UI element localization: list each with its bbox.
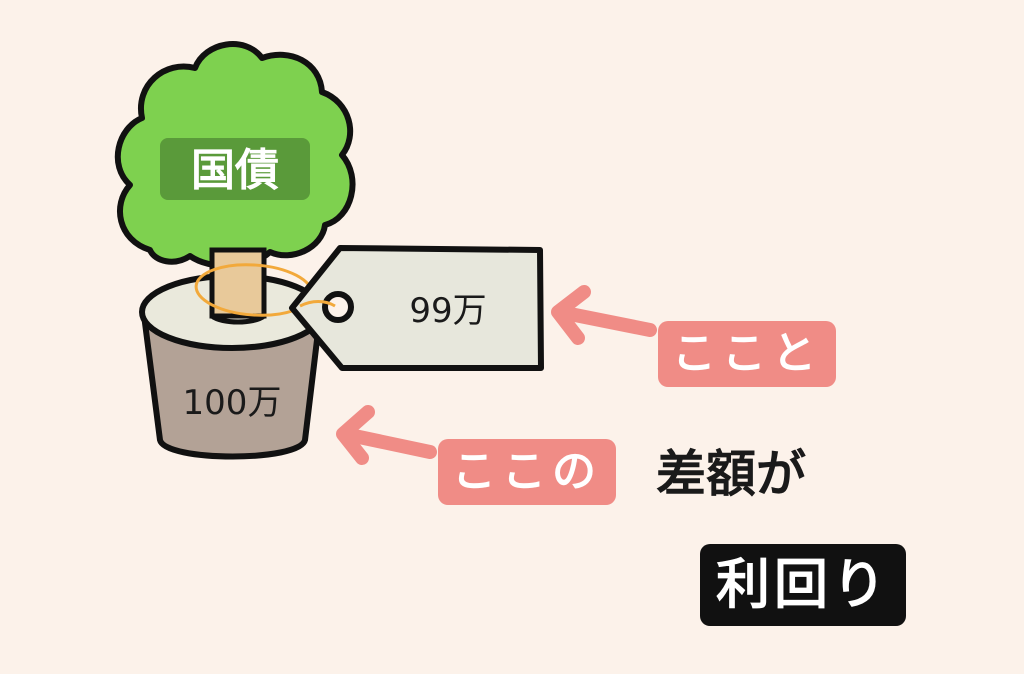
- price-tag-value: 99万: [409, 291, 486, 331]
- callout-yield: 利回り: [700, 544, 906, 626]
- pot-value: 100万: [183, 383, 282, 423]
- tag-string-end: [299, 300, 336, 308]
- tag-hole: [322, 291, 354, 323]
- arrow-to-pot-shaft: [338, 427, 437, 459]
- callout-first: ここと: [658, 321, 836, 387]
- tree-trunk-base: [209, 247, 267, 319]
- tree-label-badge: [160, 138, 310, 200]
- arrow-to-pot-head: [336, 405, 375, 465]
- callout-second: ここの: [438, 439, 616, 505]
- price-tag: [289, 245, 544, 371]
- arrow-to-tag-head: [551, 285, 591, 345]
- tree-label: 国債: [191, 145, 279, 196]
- callout-difference: 差額が: [656, 445, 806, 503]
- pot-body: [141, 312, 323, 460]
- arrow-to-tag-shaft: [553, 305, 657, 337]
- trunk-base-edge: [210, 313, 266, 325]
